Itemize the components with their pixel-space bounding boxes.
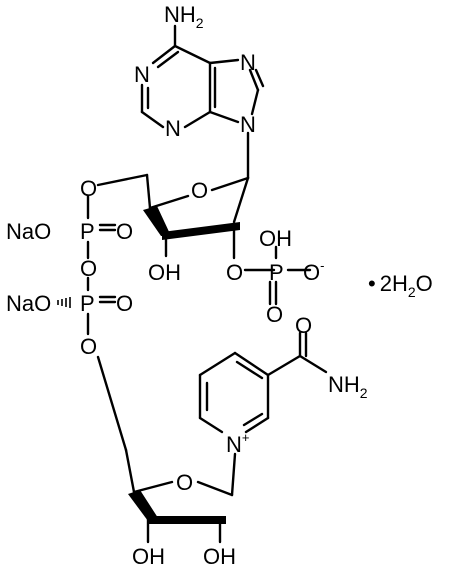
adenine-n3-label: N [165,116,181,141]
o5b-label: O [80,334,97,359]
phosphate-oh-label: OH [259,226,292,251]
phosphate-p-label: P [269,260,284,285]
p1-label: P [80,219,95,244]
pyridinium-n-plus-label: N+ [226,430,249,457]
nmn-ribose-oh-left-label: OH [132,544,165,569]
adenine-n7-label: N [240,50,256,75]
ribose-ring-o-label: O [191,178,208,203]
nmn-ribose-o-label: O [176,470,193,495]
p2-label: P [80,291,95,316]
bridge-o-label: O [80,256,97,281]
amide-nh2-label: NH2 [328,372,368,401]
adenine-n1-label: N [134,62,150,87]
hydrate-label: •2H2O [368,271,433,300]
nao-1-label: NaO [6,219,51,244]
nao-2-label: NaO [6,291,51,316]
atom-labels: NH2 N N N N O OH O P OH O- O O NaO P O O… [6,2,433,569]
nmn-ribose-oh-right-label: OH [203,544,236,569]
adenine-n9-label: N [240,112,256,137]
phosphate-ester-o-label: O [226,260,243,285]
bonds [86,24,328,544]
p2-double-o-label: O [116,291,133,316]
p1-double-o-label: O [116,219,133,244]
o5-label: O [80,176,97,201]
amide-o-label: O [295,313,312,338]
ribose-3-oh-label: OH [148,260,181,285]
adenine-amine-label: NH2 [164,2,204,31]
phosphate-o-minus-label: O- [303,258,324,285]
phosphate-double-o-label: O [266,302,283,327]
stereo-bonds [57,206,240,524]
